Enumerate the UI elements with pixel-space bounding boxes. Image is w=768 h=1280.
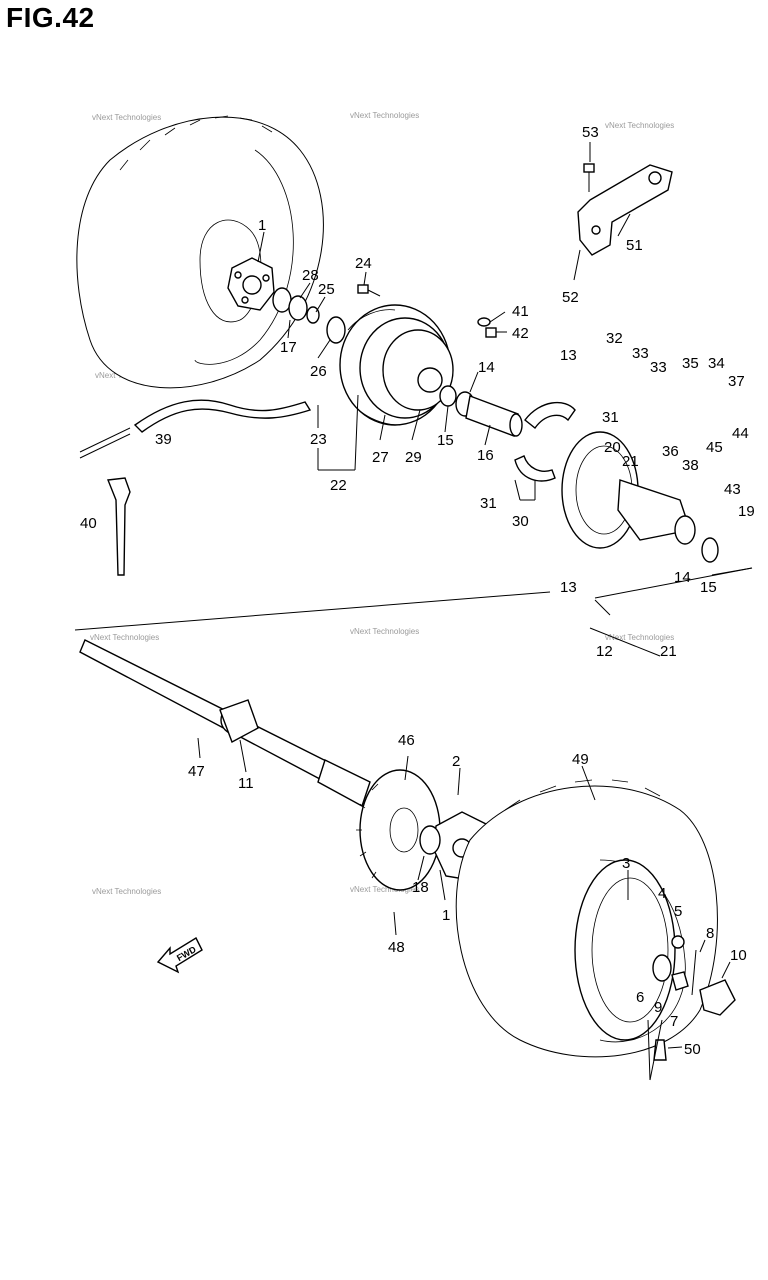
forward-arrow-icon	[156, 937, 203, 974]
part-label: 15	[437, 432, 454, 449]
sleeve-16	[465, 395, 523, 437]
watermark: vNext Technologies	[90, 633, 159, 642]
part-label: 23	[310, 431, 327, 448]
part-label: 38	[682, 457, 699, 474]
part-label: 12	[596, 643, 613, 660]
watermark: vNext Technologies	[92, 113, 161, 122]
bearing-set	[272, 287, 346, 344]
part-label: 15	[700, 579, 717, 596]
part-label: 32	[606, 330, 623, 347]
part-label: 42	[512, 325, 529, 342]
watermark: vNext Technologies	[350, 111, 419, 120]
part-label: 2	[452, 753, 460, 770]
part-label: 7	[670, 1013, 678, 1030]
part-label: 27	[372, 449, 389, 466]
part-label: 6	[636, 989, 644, 1006]
part-label: 33	[650, 359, 667, 376]
watermark: vNext Technologies	[350, 885, 419, 894]
part-label: 40	[80, 515, 97, 532]
forward-badge: FWD	[156, 937, 203, 974]
part-label: 51	[626, 237, 643, 254]
watermark: vNext Technologies	[605, 633, 674, 642]
part-label: 31	[602, 409, 619, 426]
part-label: 18	[412, 879, 429, 896]
part-label: 36	[662, 443, 679, 460]
part-label: 45	[706, 439, 723, 456]
part-label: 17	[280, 339, 297, 356]
tool-wrench	[107, 477, 131, 576]
part-label: 39	[155, 431, 172, 448]
part-label: 26	[310, 363, 327, 380]
watermark: vNext Technologies	[350, 627, 419, 636]
bolt-24	[357, 284, 381, 297]
watermark: vNext Technologies	[92, 887, 161, 896]
part-label: 21	[622, 453, 639, 470]
part-label: 43	[724, 481, 741, 498]
part-label: 29	[405, 449, 422, 466]
brake-backing-plate	[561, 431, 719, 563]
part-label: 28	[302, 267, 319, 284]
part-label: 1	[442, 907, 450, 924]
part-label: 5	[674, 903, 682, 920]
part-number-labels: 1 24 28 25 17 26 41 42 53 51 52 32 33 33…	[80, 124, 755, 1058]
mounting-bracket	[577, 163, 673, 256]
brake-drum	[339, 304, 454, 426]
part-label: 19	[738, 503, 755, 520]
part-label: 16	[477, 447, 494, 464]
part-label: 33	[632, 345, 649, 362]
part-label: 13	[560, 347, 577, 364]
part-label: 13	[560, 579, 577, 596]
part-label: 31	[480, 495, 497, 512]
part-label: 8	[706, 925, 714, 942]
part-label: 21	[660, 643, 677, 660]
part-label: 14	[478, 359, 495, 376]
part-label: 4	[658, 885, 666, 902]
part-label: 41	[512, 303, 529, 320]
part-label: 48	[388, 939, 405, 956]
leader-lines	[74, 142, 753, 1081]
part-label: 25	[318, 281, 335, 298]
part-label: 9	[654, 999, 662, 1016]
part-label: 24	[355, 255, 372, 272]
part-label: 14	[674, 569, 691, 586]
rear-axle	[79, 639, 371, 808]
part-label: 53	[582, 124, 599, 141]
bolt-41-42	[477, 317, 497, 338]
part-label: 3	[622, 855, 630, 872]
brake-cable	[79, 399, 312, 459]
part-label: 47	[188, 763, 205, 780]
part-label: 44	[732, 425, 749, 442]
wheel-nut-set	[652, 935, 736, 1061]
wheel-hub	[227, 257, 275, 311]
part-label: 34	[708, 355, 725, 372]
part-label: 20	[604, 439, 621, 456]
brake-shoes	[514, 401, 576, 482]
part-label: 11	[238, 775, 254, 792]
part-label: 37	[728, 373, 745, 390]
part-label: 22	[330, 477, 347, 494]
part-label: 49	[572, 751, 589, 768]
part-label: 46	[398, 732, 415, 749]
part-label: 35	[682, 355, 699, 372]
part-label: 30	[512, 513, 529, 530]
figure-title: FIG.42	[6, 2, 95, 33]
part-label: 50	[684, 1041, 701, 1058]
left-rear-tire	[76, 115, 324, 389]
watermark: vNext Technologies	[605, 121, 674, 130]
right-rear-tire	[455, 779, 718, 1058]
part-label: 1	[258, 217, 266, 234]
part-label: 52	[562, 289, 579, 306]
part-label: 10	[730, 947, 747, 964]
